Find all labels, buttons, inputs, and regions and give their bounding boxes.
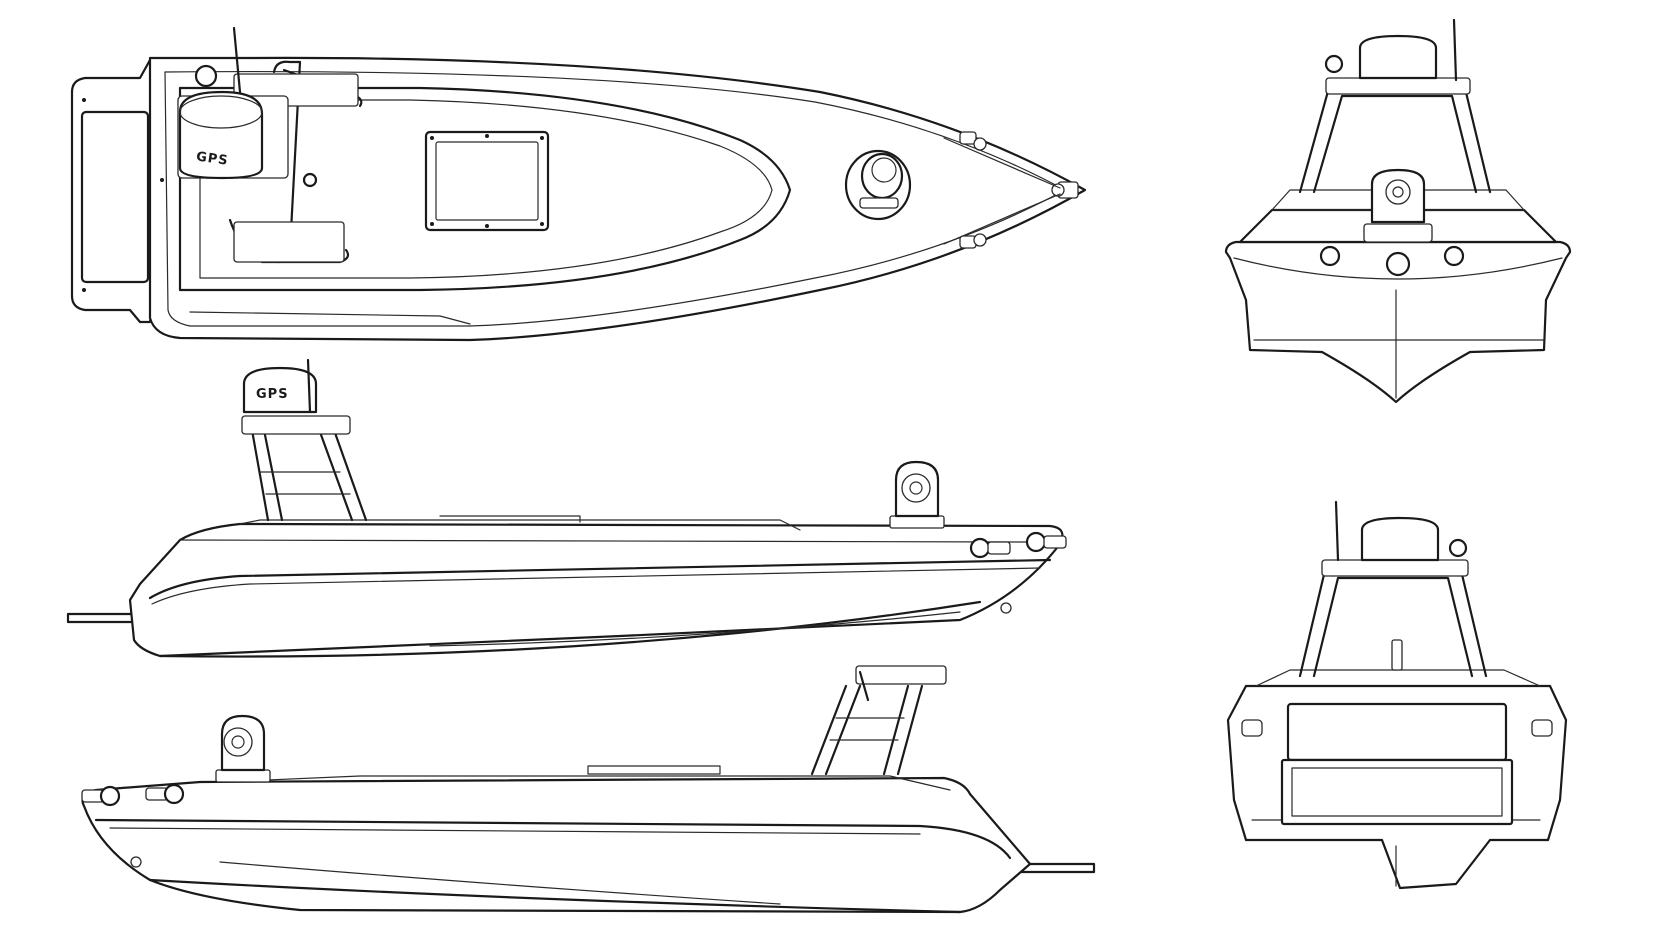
t-top-side-starboard — [810, 665, 947, 776]
transom-panel — [1286, 702, 1508, 762]
camera-turret-side-starboard — [215, 714, 271, 783]
camera-turret-top — [844, 149, 912, 221]
rear-view — [1226, 500, 1568, 890]
top-view: GPS — [70, 26, 1087, 342]
gps-label-side: GPS — [256, 387, 289, 402]
gps-dome-front — [1358, 34, 1438, 80]
bow-lights-side-port — [969, 531, 1067, 559]
front-view — [1224, 18, 1572, 404]
hull-outline-top — [148, 56, 1087, 342]
t-top-side-port: GPS — [241, 358, 368, 522]
hull-side-upper — [128, 522, 1064, 658]
gps-dome-side-port — [242, 366, 318, 414]
port-side-view: GPS — [66, 358, 1067, 658]
gps-label-top: GPS — [195, 149, 229, 168]
starboard-side-view — [81, 665, 1096, 914]
camera-turret-front — [1363, 168, 1433, 243]
gps-dome-rear — [1360, 516, 1440, 562]
hull-side-lower — [81, 776, 1032, 914]
gps-dome-top: GPS — [177, 26, 289, 180]
bow-lights-side-starboard — [81, 783, 185, 807]
bow-lights-top — [943, 131, 1079, 249]
camera-turret-side-port — [889, 460, 945, 529]
deck-hatch — [424, 130, 550, 232]
